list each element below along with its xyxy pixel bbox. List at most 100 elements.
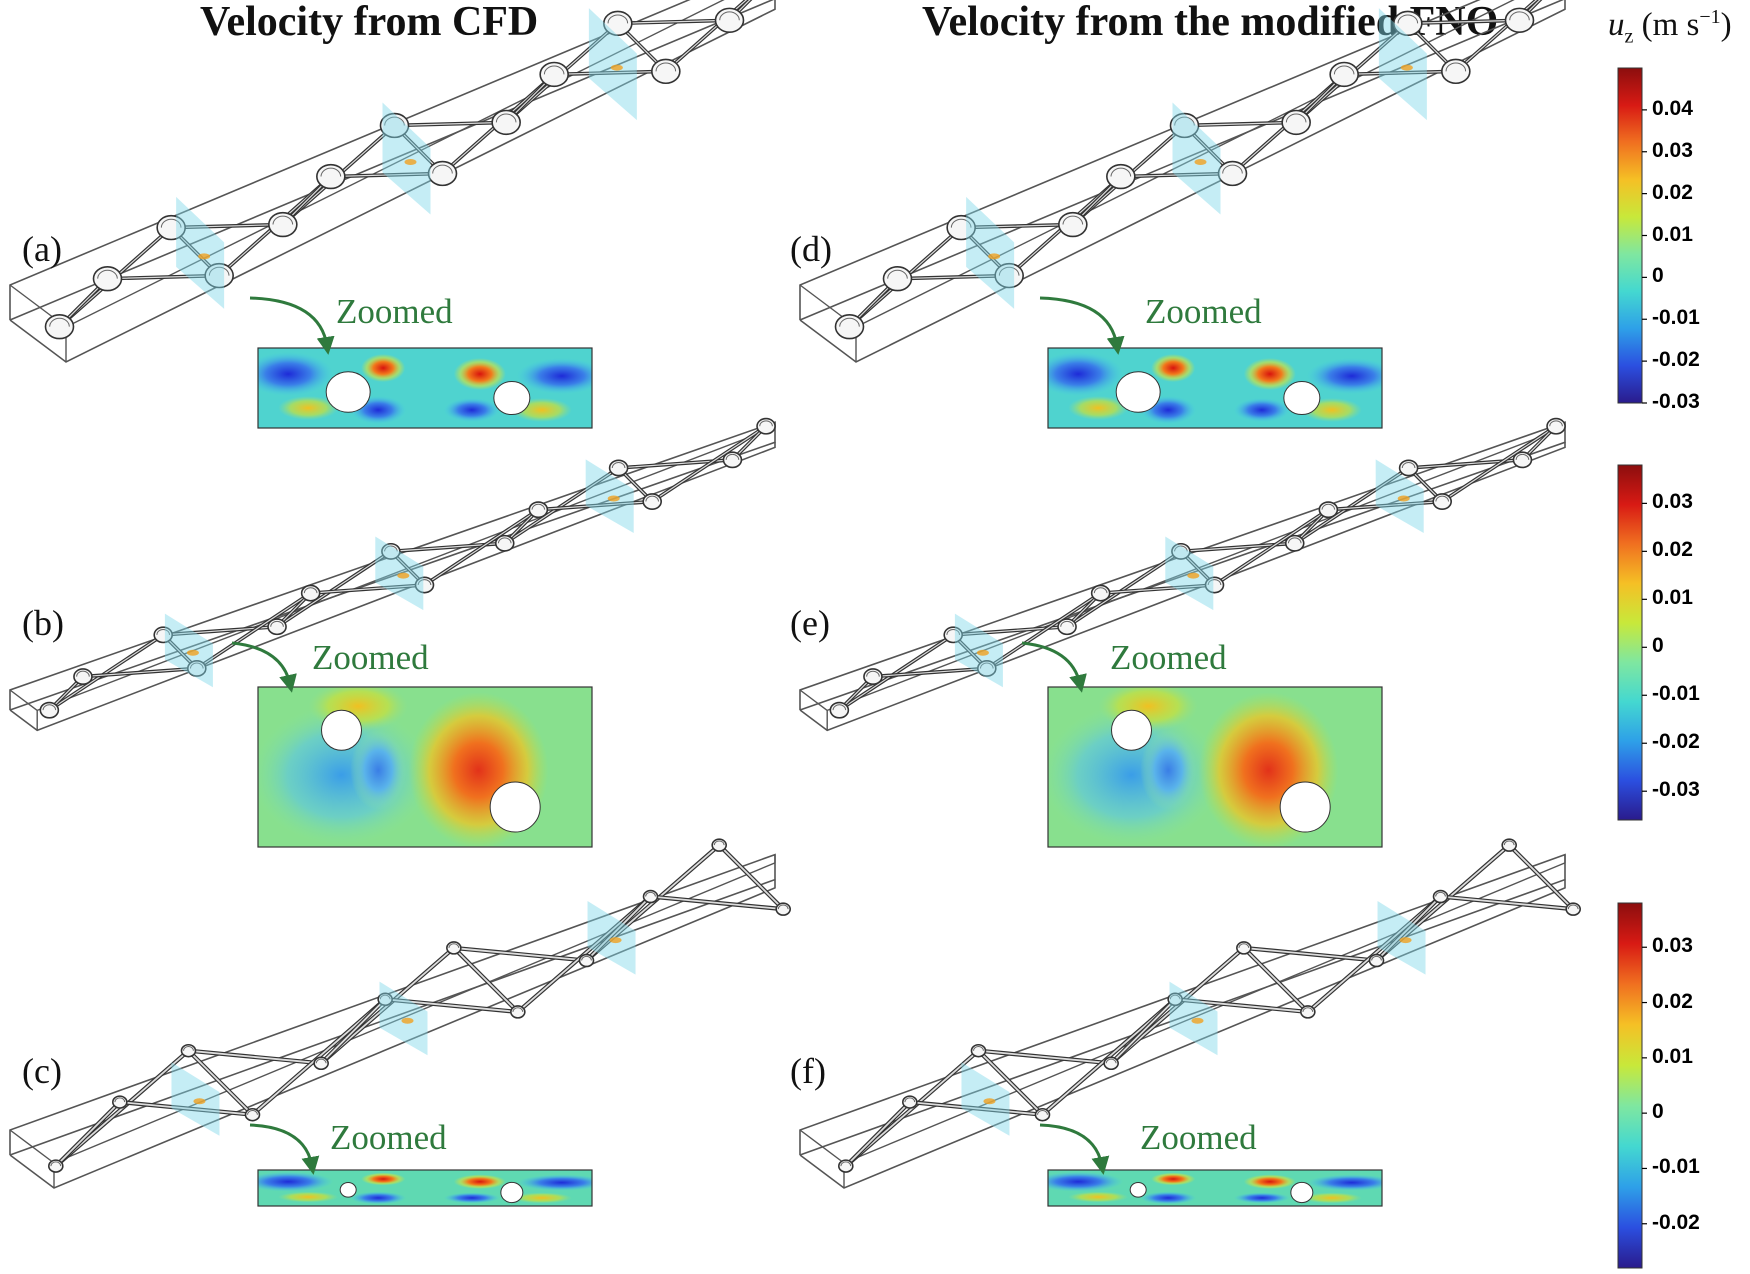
lattice-node-detail [645, 891, 656, 897]
lattice-node-detail [1549, 420, 1563, 427]
fiber-cross-section [325, 371, 371, 413]
lattice-rod-highlight [423, 509, 539, 586]
slice-plane [1169, 981, 1218, 1056]
slice-plane-hotspot [1187, 572, 1200, 579]
lattice-rod-highlight [960, 223, 1074, 229]
lattice-rod-highlight [838, 634, 954, 711]
lattice-node-detail [887, 269, 908, 279]
slice-plane [375, 536, 424, 611]
lattice-rod-highlight [170, 223, 284, 229]
zoom-arrow [231, 641, 297, 693]
slice-plane [1165, 536, 1214, 611]
lattice-rod-highlight [1110, 998, 1177, 1065]
lattice-node-detail [1333, 65, 1355, 75]
lattice-structure [9, 0, 776, 363]
fiber-cross-section [339, 1181, 357, 1198]
lattice-structure [9, 838, 791, 1189]
slice-plane [954, 613, 1003, 688]
fiber-cross-section [1111, 709, 1152, 751]
zoomed-label: Zoomed [330, 1118, 447, 1157]
slice-plane-hotspot [404, 158, 417, 165]
lattice-node-detail [611, 462, 626, 469]
lattice-node-detail [719, 11, 740, 21]
panel-label: (a) [22, 229, 62, 269]
lattice-node-detail [1397, 14, 1419, 24]
bounding-box-edge [843, 862, 1566, 1164]
slice-plane-hotspot [1399, 937, 1412, 944]
velocity-low-region [1140, 1191, 1197, 1205]
lattice-rod-highlight [187, 1049, 254, 1116]
panel-label: (b) [22, 603, 64, 643]
lattice-node-detail [183, 1046, 194, 1051]
velocity-low-region [350, 730, 407, 811]
colorbar-tick-label: -0.02 [1652, 348, 1700, 372]
lattice-rod-highlight [986, 592, 1102, 670]
fiber-cross-section [1129, 1181, 1147, 1198]
lattice-rod-highlight [651, 425, 767, 503]
velocity-high-region [361, 1172, 406, 1186]
fiber-cross-section [321, 709, 362, 751]
lattice-node-detail [448, 943, 460, 949]
slice-plane-hotspot [1194, 158, 1207, 165]
colorbar-tick-label: 0.03 [1652, 138, 1693, 162]
lattice-rod-highlight [908, 1101, 1044, 1116]
bounding-box-edge [799, 1129, 845, 1164]
zoom-frame [257, 1169, 593, 1207]
slice-plane-hotspot [609, 937, 622, 944]
lattice-node-detail [832, 704, 847, 711]
slice-plane-hotspot [988, 253, 1001, 260]
velocity-low-region [443, 398, 500, 422]
bounding-box-edge [799, 442, 1566, 732]
velocity-mid-region [1068, 396, 1129, 420]
lattice-node-detail [384, 116, 405, 126]
lattice-rod-highlight [196, 592, 312, 670]
lattice-node-detail [840, 1161, 852, 1167]
lattice-rod-highlight [1066, 550, 1182, 628]
colorbar-tick-label: -0.03 [1652, 778, 1700, 802]
velocity-low-region [1306, 1174, 1382, 1191]
lattice-node-detail [1105, 1058, 1117, 1064]
velocity-mid-region [278, 1191, 339, 1203]
velocity-low-region [516, 358, 592, 394]
velocity-mid-region [511, 1192, 572, 1204]
lattice-node-detail [497, 537, 512, 544]
lattice-rod-highlight [1242, 947, 1378, 962]
slice-plane-hotspot [983, 1098, 996, 1105]
lattice-node-detail [1435, 495, 1449, 502]
lattice-node-detail [531, 503, 546, 510]
left-column-title: Velocity from CFD [200, 0, 539, 45]
lattice-node-detail [1371, 955, 1382, 961]
lattice-node-detail [1238, 943, 1250, 949]
lattice-rod-highlight [48, 634, 164, 711]
lattice-rod-highlight [537, 500, 653, 511]
lattice-node-detail [1302, 1007, 1314, 1013]
zoomed-label: Zoomed [1110, 638, 1227, 677]
bounding-box-edge [9, 879, 776, 1189]
lattice-node-detail [1093, 587, 1108, 594]
lattice-rod-highlight [1439, 895, 1575, 911]
zoom-frame [1047, 1169, 1383, 1207]
bounding-box-edge [799, 879, 1566, 1189]
lattice-node-detail [49, 317, 70, 327]
zoomed-cross-section [1047, 686, 1383, 848]
lattice-node-detail [417, 579, 432, 586]
lattice-node-detail [1401, 462, 1416, 469]
lattice-structure [799, 0, 1566, 363]
bounding-box-edge [53, 862, 776, 1164]
slice-plane-hotspot [607, 495, 620, 502]
zoomed-cross-section [257, 347, 593, 429]
slice-plane-hotspot [976, 649, 989, 656]
colorbar-tick-label: 0.01 [1652, 1044, 1693, 1068]
panel-label: (f) [790, 1051, 826, 1091]
lattice-node-detail [1110, 167, 1132, 177]
zoomed-cross-section [257, 686, 593, 848]
slice-plane [585, 459, 634, 533]
bounding-box-edge [9, 0, 776, 363]
lattice-rod-highlight [187, 1049, 323, 1065]
slice-plane-hotspot [1400, 64, 1413, 71]
lattice-node-detail [543, 65, 565, 75]
lattice-node-detail [866, 670, 880, 677]
velocity-mid-region [1068, 1191, 1129, 1203]
lattice-node-detail [1169, 994, 1181, 1000]
